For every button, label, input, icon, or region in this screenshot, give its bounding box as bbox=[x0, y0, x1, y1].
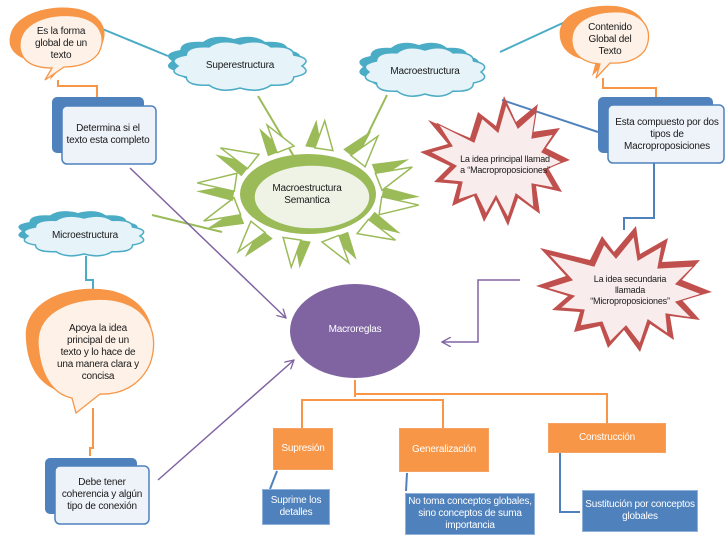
box-superestructura-detail bbox=[52, 97, 157, 165]
arrow-star-to-macroreglas bbox=[442, 279, 520, 342]
connector-bubble-superestructura bbox=[99, 27, 169, 57]
sun-ray bbox=[244, 228, 273, 258]
bubble-microestructura-note bbox=[25, 288, 155, 415]
box-macroestructura-detail bbox=[598, 97, 725, 164]
clouds bbox=[18, 36, 486, 257]
sun-ray bbox=[215, 154, 252, 177]
rule-construccion: Construcción bbox=[548, 423, 666, 453]
cloud-microestructura-label: Microestructura bbox=[52, 230, 118, 241]
bubble-superestructura-note bbox=[9, 7, 105, 81]
sun-ray bbox=[236, 220, 267, 254]
rule-construccion-label: Construcción bbox=[579, 432, 635, 443]
connector-super-center bbox=[257, 95, 297, 161]
sun-ray bbox=[313, 118, 334, 152]
macroreglas-node bbox=[290, 284, 420, 378]
star-principal bbox=[420, 96, 570, 226]
arrow-micro-box-to-macroreglas bbox=[157, 360, 294, 481]
connector-generalizacion-desc bbox=[405, 472, 408, 492]
sun-ray bbox=[203, 196, 242, 222]
macroestructura-semantica-label: Macroestructura Semantica bbox=[272, 183, 342, 206]
arrow-box-to-macroreglas bbox=[129, 167, 286, 318]
cloud-superestructura bbox=[167, 36, 307, 91]
rule-construccion-description-text: Sustitución por conceptos globales bbox=[585, 499, 695, 522]
rule-supresion-description-text: Suprime los detalles bbox=[270, 495, 322, 518]
rule-generalizacion-label: Generalización bbox=[412, 444, 476, 455]
rule-generalizacion-description: No toma conceptos globales, sino concept… bbox=[405, 493, 535, 535]
connector-bubble-box-right bbox=[602, 78, 657, 98]
sun-ray bbox=[343, 130, 372, 160]
cloud-superestructura-label: Superestructura bbox=[205, 60, 275, 71]
connector-bubble-box-left bbox=[57, 80, 98, 97]
rule-generalizacion: Generalización bbox=[399, 428, 489, 472]
macroreglas-label: Macroreglas bbox=[328, 324, 382, 335]
bubble-microestructura-note-text: Apoya la idea principal de un texto y lo… bbox=[56, 323, 139, 382]
rule-supresion-description: Suprime los detalles bbox=[262, 489, 330, 525]
cloud-macroestructura bbox=[359, 42, 486, 97]
cloud-macroestructura-label: Macroestructura bbox=[390, 66, 460, 77]
sun-ray bbox=[364, 211, 401, 234]
star-secundaria bbox=[536, 226, 712, 352]
rule-generalizacion-description-text: No toma conceptos globales, sino concept… bbox=[408, 496, 532, 531]
tree-branch-left bbox=[301, 399, 444, 428]
star-principal-text: La idea principal llamada “Macroproposic… bbox=[460, 154, 550, 175]
connector-construccion-desc bbox=[559, 453, 580, 513]
connector-supresion-desc bbox=[269, 470, 278, 490]
box-microestructura-detail-text: Debe tener coherencia y algún tipo de co… bbox=[61, 477, 143, 512]
connector-micro-bubble-box bbox=[89, 408, 94, 456]
box-superestructura-detail-text: Determina si el texto esta completo bbox=[66, 123, 150, 146]
box-microestructura-detail bbox=[45, 458, 150, 525]
connector-box-star bbox=[623, 162, 655, 230]
bubble-superestructura-note-text: Es la forma global de un texto bbox=[34, 26, 88, 61]
sun-ray bbox=[320, 234, 351, 266]
rule-supresion: Supresión bbox=[273, 428, 333, 470]
sun-ray bbox=[374, 166, 413, 192]
bubble-macroestructura-note-text: Contenido Global del Texto bbox=[588, 22, 632, 57]
connector-micro-cloud-bubble bbox=[85, 256, 94, 290]
sun-ray bbox=[220, 147, 261, 170]
rule-supresion-label: Supresión bbox=[281, 443, 325, 454]
sun-ray bbox=[355, 218, 396, 241]
box-macroestructura-detail-text: Esta compuesto por dos tipos de Macropro… bbox=[615, 117, 719, 152]
sun-ray bbox=[378, 195, 419, 216]
cloud-microestructura bbox=[18, 211, 145, 257]
sun-ray bbox=[197, 172, 238, 193]
connector-macro-box bbox=[501, 99, 599, 133]
tree-branch-construccion bbox=[355, 393, 608, 424]
rule-construccion-description: Sustitución por conceptos globales bbox=[582, 490, 698, 532]
sun-ray bbox=[265, 122, 296, 154]
connector-macro-bubble bbox=[499, 21, 566, 53]
sun-center bbox=[253, 164, 371, 230]
sun-ray bbox=[349, 134, 380, 168]
macroestructura-semantica-node bbox=[196, 118, 420, 270]
star-secundaria-text: La idea secundaria llamada “Microproposi… bbox=[590, 273, 670, 306]
connectors bbox=[57, 21, 657, 513]
bubble-macroestructura-note bbox=[559, 5, 650, 79]
sun-ray bbox=[282, 236, 303, 270]
